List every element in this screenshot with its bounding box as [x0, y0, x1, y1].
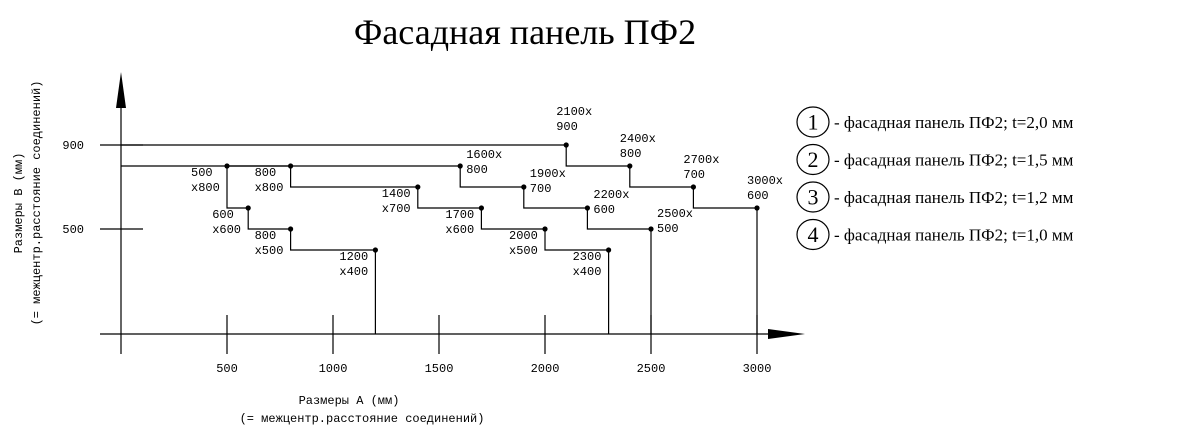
data-label: 2700x	[683, 153, 719, 167]
legend: 1 - фасадная панель ПФ2; t=2,0 мм 2 - фасад…	[796, 106, 1074, 251]
data-point	[245, 205, 251, 211]
legend-number: 3	[808, 185, 819, 210]
data-label: x800	[191, 181, 220, 195]
data-label: x600	[212, 223, 241, 237]
data-point	[478, 205, 484, 211]
data-label: x800	[255, 181, 284, 195]
data-label: x500	[509, 244, 538, 258]
data-label: 800	[255, 229, 277, 243]
data-point	[288, 226, 294, 232]
legend-label: - фасадная панель ПФ2; t=1,5 мм	[834, 151, 1074, 170]
data-point	[288, 163, 294, 169]
legend-label: - фасадная панель ПФ2; t=1,2 мм	[834, 188, 1074, 207]
data-label: x700	[382, 202, 411, 216]
x-axis-label: Размеры А (мм)	[299, 394, 400, 408]
series-line-2	[121, 165, 652, 334]
y-tick-label: 900	[62, 139, 84, 153]
data-label: 1600x	[466, 148, 502, 162]
data-label: x400	[339, 265, 368, 279]
data-point	[457, 163, 463, 169]
data-label: 600	[593, 203, 615, 217]
data-point	[372, 247, 378, 253]
data-point	[563, 142, 569, 148]
data-label: 500	[657, 222, 679, 236]
x-tick-label: 500	[216, 362, 238, 376]
data-point	[584, 205, 591, 211]
data-label: 700	[530, 182, 552, 196]
data-label: 500	[191, 166, 213, 180]
x-tick-label: 3000	[743, 362, 772, 376]
data-label: 600	[212, 208, 234, 222]
series-line-4	[226, 166, 376, 334]
data-label: 1700	[445, 208, 474, 222]
data-point	[627, 163, 633, 169]
data-label: x500	[255, 244, 284, 258]
data-point	[690, 184, 697, 190]
x-tick-label: 2000	[531, 362, 560, 376]
data-label: 900	[556, 120, 578, 134]
data-label: 700	[683, 168, 705, 182]
legend-label: - фасадная панель ПФ2; t=2,0 мм	[834, 113, 1074, 132]
legend-marker	[796, 106, 830, 138]
data-point	[648, 226, 654, 232]
data-label: 800	[620, 147, 642, 161]
data-point	[542, 226, 548, 232]
x-tick-label: 2500	[637, 362, 666, 376]
data-label: 1900x	[530, 167, 566, 181]
data-point	[521, 184, 527, 190]
chart-title: Фасадная панель ПФ2	[354, 12, 696, 52]
data-point	[606, 247, 612, 253]
legend-marker	[796, 181, 830, 213]
data-label: 1400	[382, 187, 411, 201]
data-label: 2300	[573, 250, 602, 264]
data-label: x600	[445, 223, 474, 237]
x-tick-label: 1500	[425, 362, 454, 376]
legend-number: 1	[808, 110, 819, 135]
data-label: 3000x	[747, 174, 783, 188]
y-axis-sublabel: (= межцентр.расстояние соединений)	[30, 81, 44, 326]
x-axis-sublabel: (= межцентр.расстояние соединений)	[240, 412, 485, 426]
y-axis-label: Размеры В (мм)	[12, 153, 26, 254]
data-label: x400	[573, 265, 602, 279]
axes: 500 1000 1500 2000 2500 3000 500 900	[62, 72, 805, 376]
y-axis-arrow	[116, 72, 126, 108]
data-point	[415, 184, 421, 190]
x-tick-label: 1000	[319, 362, 348, 376]
y-tick-label: 500	[62, 223, 84, 237]
data-label: 600	[747, 189, 769, 203]
legend-number: 2	[808, 147, 819, 172]
data-label: 2400x	[620, 132, 656, 146]
data-label: 800	[466, 163, 488, 177]
series-line-1	[121, 144, 758, 334]
data-label: 2200x	[593, 188, 629, 202]
legend-number: 4	[808, 222, 819, 247]
legend-marker	[796, 218, 830, 251]
data-label: 800	[255, 166, 277, 180]
data-label: 2100x	[556, 105, 592, 119]
data-point	[754, 205, 760, 211]
data-label: 2500x	[657, 207, 693, 221]
x-axis-arrow	[768, 329, 805, 339]
legend-marker	[796, 143, 830, 176]
data-label: 2000	[509, 229, 538, 243]
legend-label: - фасадная панель ПФ2; t=1,0 мм	[834, 226, 1074, 245]
data-label: 1200	[339, 250, 368, 264]
